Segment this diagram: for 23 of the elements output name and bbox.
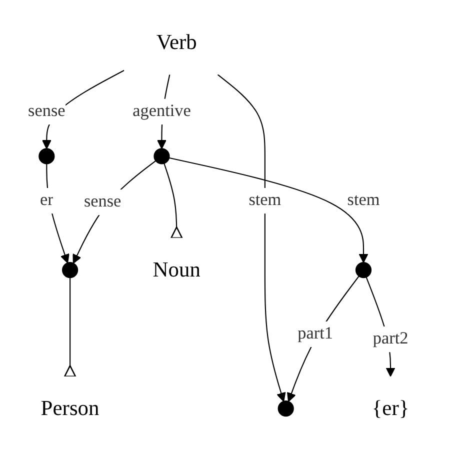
edge-label: sense	[84, 192, 122, 211]
arrow	[217, 74, 286, 402]
edge-label: part2	[372, 330, 408, 348]
edge-label: stem	[347, 191, 380, 210]
node-circle	[278, 400, 294, 417]
arrow	[72, 160, 156, 264]
edge-label: stem	[248, 191, 282, 210]
node-circle	[154, 148, 170, 164]
connector	[64, 278, 76, 378]
edge-label: sense	[28, 102, 66, 120]
edge-label: er	[40, 191, 54, 210]
arrow	[286, 276, 360, 402]
node-text: Verb	[156, 30, 197, 54]
node-circle	[355, 262, 372, 278]
node-text: {er}	[372, 396, 410, 420]
node-text: Person	[40, 396, 100, 420]
edge-label: agentive	[132, 102, 191, 120]
arrow	[168, 157, 368, 263]
node-text: Noun	[152, 258, 200, 282]
connector	[164, 163, 183, 238]
node-circle	[38, 148, 55, 164]
node-circle	[62, 262, 78, 278]
edge-label: part1	[298, 324, 333, 343]
